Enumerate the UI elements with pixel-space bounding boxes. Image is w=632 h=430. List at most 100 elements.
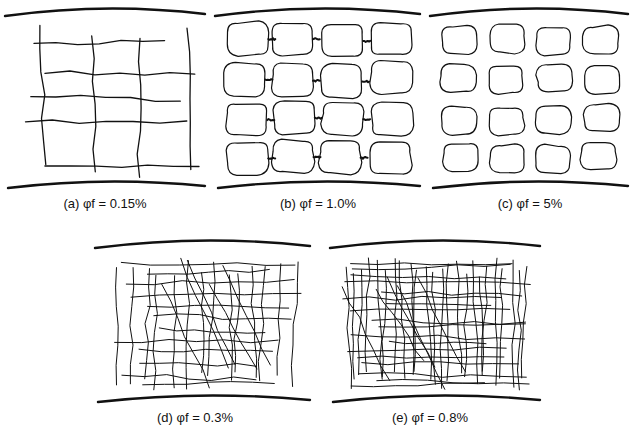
crack-line [351, 383, 484, 387]
crack-line [148, 305, 289, 308]
crack-line [376, 289, 424, 360]
crack-cell [321, 63, 362, 98]
crack-line [351, 275, 506, 279]
crack-line [495, 258, 497, 385]
crack-line [258, 267, 265, 381]
crack-line [362, 81, 369, 83]
panel-caption: (a) φf = 0.15% [61, 196, 148, 211]
beam-edge [95, 240, 310, 248]
crack-cell [227, 21, 268, 57]
crack-cell [489, 66, 523, 94]
crack-cell [441, 106, 477, 135]
crack-line [500, 269, 503, 378]
crack-line [139, 349, 273, 352]
crack-line [126, 280, 294, 285]
crack-cell [321, 102, 364, 136]
crack-cell [443, 144, 479, 172]
crack-cell [536, 64, 573, 92]
crack-cell [440, 64, 477, 93]
beam-edge [430, 8, 628, 16]
crack-cell [226, 143, 269, 176]
crack-cell [318, 141, 362, 175]
crack-cell [585, 66, 620, 95]
crack-line [345, 281, 531, 285]
crack-line [115, 340, 279, 343]
crack-line [162, 284, 210, 388]
crack-line [362, 362, 519, 365]
crack-line [209, 285, 257, 369]
crack-line [365, 258, 370, 372]
crack-line [187, 260, 235, 364]
crack-line [130, 268, 134, 384]
beam-edge [433, 181, 628, 188]
crack-line [363, 41, 370, 42]
crack-line [186, 261, 189, 389]
crack-line [389, 341, 486, 343]
crack-cell [535, 106, 571, 135]
crack-cell [583, 25, 619, 54]
crack-line [92, 36, 96, 172]
crack-cell [371, 23, 412, 55]
crack-cell [442, 25, 477, 54]
crack-line [140, 363, 257, 367]
crack-line [386, 304, 490, 306]
crack-cell [371, 102, 413, 136]
beam-edge [98, 395, 310, 402]
beam-edge [330, 240, 540, 248]
crack-line [116, 268, 119, 385]
beam-edge [333, 395, 540, 402]
crack-cell [370, 61, 413, 95]
crack-cell [272, 23, 313, 56]
crack-line [145, 269, 151, 379]
crack-cell [224, 62, 265, 97]
crack-line [187, 28, 191, 169]
crack-cell [536, 144, 571, 174]
crack-line [482, 266, 487, 375]
crack-line [137, 39, 141, 178]
beam-edge [215, 8, 420, 16]
crack-line [201, 273, 204, 373]
crack-line [363, 118, 370, 121]
crack-line [397, 286, 445, 390]
crack-line [154, 314, 291, 320]
crack-line [45, 71, 195, 75]
crack-line [34, 40, 165, 44]
crack-line [173, 276, 177, 388]
crack-line [351, 263, 512, 265]
crack-line [45, 165, 199, 167]
crack-cell [583, 103, 620, 131]
panel-caption: (e) φf = 0.8% [390, 410, 470, 425]
crack-line [351, 335, 524, 340]
crack-line [315, 118, 322, 119]
crack-line [122, 375, 256, 381]
crack-cell [490, 24, 525, 54]
crack-line [343, 296, 501, 300]
crack-line [361, 157, 368, 159]
crack-line [350, 308, 510, 311]
crack-line [518, 271, 522, 390]
crack-line [346, 267, 351, 388]
crack-line [234, 274, 239, 372]
crack-line [267, 119, 274, 121]
crack-line [414, 270, 417, 371]
crack-line [418, 278, 466, 372]
crack-line [313, 38, 320, 39]
crack-line [352, 264, 510, 269]
crack-line [181, 258, 229, 368]
crack-line [31, 95, 181, 101]
crack-line [313, 80, 320, 82]
crack-cell [273, 101, 315, 135]
crack-cell [272, 139, 315, 173]
panel-caption: (c) φf = 5% [496, 196, 564, 211]
crack-cell [272, 63, 314, 97]
crack-line [359, 373, 527, 378]
crack-line [153, 275, 157, 389]
crack-line [121, 262, 295, 265]
crack-line [265, 78, 272, 81]
crack-cell [536, 28, 571, 56]
panel-caption: (b) φf = 1.0% [278, 196, 358, 211]
crack-cell [370, 142, 412, 174]
crack-line [26, 120, 187, 123]
crack-cell [226, 104, 267, 136]
